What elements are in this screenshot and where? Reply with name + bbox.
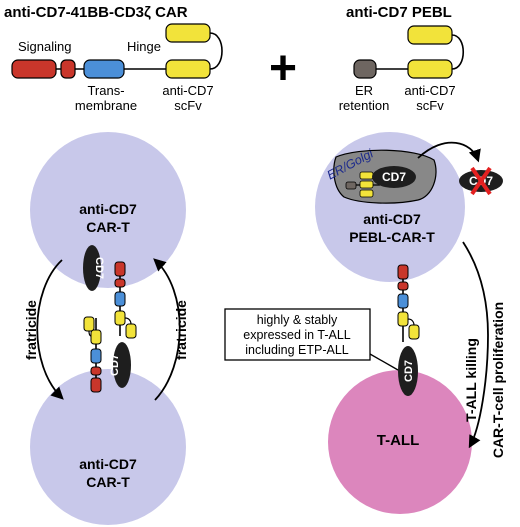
car-t-cell-bottom bbox=[30, 369, 186, 525]
car-construct-title: anti-CD7-41BB-CD3ζ CAR bbox=[4, 4, 188, 21]
pebl-scfv-lower bbox=[407, 59, 453, 79]
killing-label-line2: CAR-T-cell proliferation bbox=[490, 302, 506, 458]
scfv-upper bbox=[165, 23, 211, 43]
hinge-label: Hinge bbox=[127, 39, 161, 54]
car-t-top-label-line1: anti-CD7 bbox=[79, 201, 137, 217]
killing-label-line1: T-ALL killing bbox=[463, 338, 479, 422]
fratricide-label-left: fratricide bbox=[23, 300, 39, 360]
right-panel: ER/Golgi CD7 CD7 anti-CD7 PEBL-CAR-T bbox=[224, 132, 506, 514]
cd7-on-t-all bbox=[398, 346, 418, 396]
signaling-domain-2 bbox=[60, 59, 76, 79]
cd7-top-label: CD7 bbox=[93, 257, 105, 279]
cd7-bottom-label: CD7 bbox=[109, 354, 121, 376]
note-line1: highly & stably bbox=[257, 313, 338, 327]
left-panel: anti-CD7 CAR-T anti-CD7 CAR-T CD7 bbox=[23, 132, 189, 525]
er-retention-label-line2: retention bbox=[339, 98, 390, 113]
plus-sign: + bbox=[269, 42, 297, 95]
pebl-construct-title: anti-CD7 PEBL bbox=[346, 4, 452, 21]
blocked-cross-icon bbox=[470, 166, 492, 196]
fratricide-label-right: fratricide bbox=[173, 300, 189, 360]
killing-arrow bbox=[462, 241, 489, 449]
cd7-antigen-bottom bbox=[113, 342, 131, 388]
car-construct: anti-CD7-41BB-CD3ζ CAR Signaling Hinge T… bbox=[4, 4, 223, 113]
pebl-scfv-label-line2: scFv bbox=[416, 98, 444, 113]
pebl-car-receptor bbox=[397, 264, 420, 342]
car-t-bottom-label-line2: CAR-T bbox=[86, 474, 130, 490]
cd7-retained-label: CD7 bbox=[382, 170, 406, 184]
cd7-retained bbox=[372, 166, 416, 188]
note-pointer bbox=[369, 353, 399, 371]
fratricide-arrow-right bbox=[153, 258, 181, 401]
transmembrane-domain bbox=[83, 59, 125, 79]
car-scfv-label-line1: anti-CD7 bbox=[162, 83, 213, 98]
car-t-bottom-label-line1: anti-CD7 bbox=[79, 456, 137, 472]
er-retention-label-line1: ER bbox=[355, 83, 373, 98]
pebl-construct: anti-CD7 PEBL ER retention anti-CD7 scFv bbox=[339, 4, 465, 113]
car-scfv-label-line2: scFv bbox=[174, 98, 202, 113]
pebl-scfv-linker bbox=[451, 34, 465, 70]
pebl-scfv-upper bbox=[407, 25, 453, 45]
note-line2: expressed in T-ALL bbox=[243, 328, 351, 342]
pebl-cell-label-line2: PEBL-CAR-T bbox=[349, 229, 435, 245]
car-receptor-bottom bbox=[83, 316, 102, 393]
pebl-cell-label-line1: anti-CD7 bbox=[363, 211, 421, 227]
signaling-label: Signaling bbox=[18, 39, 72, 54]
scfv-lower bbox=[165, 59, 211, 79]
car-receptor-top bbox=[114, 261, 137, 339]
transmembrane-label-line1: Trans- bbox=[87, 83, 124, 98]
cd7-transport-arrow bbox=[417, 141, 481, 163]
pebl-inside-er bbox=[345, 171, 380, 198]
cd7-on-t-all-label: CD7 bbox=[403, 360, 415, 382]
transmembrane-label-line2: membrane bbox=[75, 98, 137, 113]
car-t-cell-top bbox=[30, 132, 186, 288]
t-all-label: T-ALL bbox=[377, 432, 420, 449]
signaling-domain-1 bbox=[11, 59, 57, 79]
fratricide-arrow-left bbox=[36, 259, 64, 400]
cd7-antigen-top bbox=[83, 245, 101, 291]
cd7-expression-note bbox=[224, 308, 371, 361]
scfv-linker bbox=[209, 32, 223, 70]
er-retention-domain bbox=[353, 59, 377, 79]
car-t-top-label-line2: CAR-T bbox=[86, 219, 130, 235]
t-all-cell bbox=[328, 370, 472, 514]
pebl-scfv-label-line1: anti-CD7 bbox=[404, 83, 455, 98]
note-line3: including ETP-ALL bbox=[245, 343, 349, 357]
